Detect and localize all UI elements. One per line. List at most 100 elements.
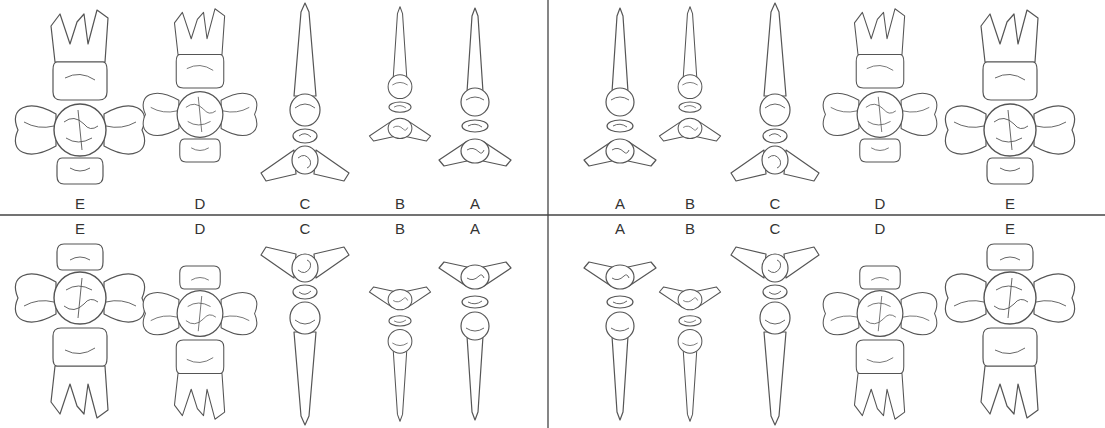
tooth-detail	[198, 97, 202, 132]
tooth-outline	[984, 272, 1036, 324]
tooth-outline	[57, 244, 103, 270]
tooth-letter: E	[75, 196, 85, 212]
tooth-detail	[903, 316, 929, 321]
tooth-outline	[987, 244, 1033, 270]
divider-line	[0, 214, 1105, 215]
tooth-detail	[954, 122, 984, 127]
tooth-outline	[54, 272, 106, 324]
tooth-drawing	[823, 9, 937, 162]
tooth-outline	[860, 139, 900, 162]
tooth-detail	[78, 278, 82, 318]
tooth-detail	[187, 358, 213, 363]
tooth-outline	[314, 247, 349, 278]
tooth-outline	[823, 293, 859, 335]
tooth-letter: E	[75, 221, 85, 237]
tooth-outline	[762, 254, 788, 282]
tooth-detail	[866, 104, 896, 113]
tooth-detail	[612, 275, 629, 280]
tooth-outline	[461, 312, 489, 340]
tooth-outline	[607, 120, 633, 132]
tooth-detail	[867, 358, 893, 363]
tooth-detail	[298, 155, 311, 168]
tooth-outline	[606, 265, 634, 289]
tooth-detail	[996, 286, 1022, 290]
tooth-letter: C	[300, 221, 311, 237]
tooth-outline	[54, 104, 106, 156]
tooth-detail	[295, 320, 315, 324]
tooth-outline	[762, 146, 788, 174]
tooth-detail	[1000, 168, 1020, 171]
tooth-drawing	[731, 247, 819, 425]
tooth-outline	[461, 88, 489, 116]
tooth-detail	[66, 138, 92, 142]
tooth-outline	[389, 102, 411, 112]
tooth-detail	[1036, 122, 1066, 127]
tooth-detail	[198, 296, 202, 331]
tooth-detail	[70, 168, 90, 171]
tooth-detail	[1008, 278, 1012, 318]
tooth-outline	[293, 285, 317, 299]
tooth-outline	[683, 7, 697, 78]
tooth-outline	[461, 139, 489, 163]
tooth-drawing	[584, 8, 656, 166]
tooth-outline	[1034, 106, 1075, 154]
tooth-letter: E	[1005, 196, 1015, 212]
tooth-outline	[261, 247, 296, 278]
tooth-outline	[15, 106, 56, 154]
tooth-outline	[293, 129, 317, 143]
tooth-outline	[176, 55, 224, 88]
tooth-detail	[468, 301, 482, 304]
tooth-detail	[768, 260, 781, 273]
tooth-outline	[763, 129, 787, 143]
tooth-drawing	[584, 262, 656, 420]
tooth-outline	[901, 293, 937, 335]
tooth-outline	[174, 373, 224, 419]
tooth-detail	[223, 316, 249, 321]
tooth-drawing	[945, 244, 1074, 418]
tooth-letter: B	[395, 196, 405, 212]
divider-line	[547, 0, 548, 428]
tooth-letter: B	[395, 221, 405, 237]
tooth-outline	[678, 118, 702, 138]
tooth-detail	[954, 301, 984, 306]
tooth-detail	[996, 138, 1022, 142]
tooth-detail	[299, 134, 311, 137]
tooth-detail	[187, 66, 213, 71]
tooth-detail	[684, 320, 696, 322]
tooth-detail	[878, 97, 882, 132]
tooth-outline	[612, 336, 628, 420]
tooth-outline	[606, 312, 634, 340]
tooth-detail	[393, 126, 407, 130]
tooth-detail	[64, 118, 98, 128]
tooth-outline	[290, 94, 320, 126]
tooth-outline	[945, 106, 986, 154]
tooth-outline	[143, 293, 179, 335]
tooth-outline	[388, 118, 412, 138]
tooth-outline	[678, 289, 702, 309]
tooth-detail	[151, 316, 177, 321]
tooth-letter: C	[770, 221, 781, 237]
tooth-outline	[683, 350, 697, 421]
tooth-outline	[467, 8, 483, 92]
tooth-outline	[612, 8, 628, 92]
tooth-detail	[611, 97, 629, 100]
tooth-outline	[606, 88, 634, 116]
tooth-letter: A	[470, 221, 480, 237]
tooth-detail	[994, 299, 1028, 309]
tooth-letter: E	[1005, 221, 1015, 237]
tooth-outline	[763, 285, 787, 299]
tooth-detail	[611, 328, 629, 331]
tooth-outline	[51, 10, 108, 62]
tooth-detail	[769, 134, 781, 137]
tooth-drawing	[369, 287, 430, 421]
tooth-detail	[878, 296, 882, 331]
tooth-outline	[760, 94, 790, 126]
tooth-detail	[765, 104, 785, 108]
tooth-outline	[104, 274, 145, 322]
tooth-detail	[106, 122, 136, 127]
tooth-outline	[461, 265, 489, 289]
tooth-outline	[856, 55, 904, 88]
tooth-detail	[868, 303, 891, 307]
tooth-detail	[188, 121, 211, 125]
tooth-detail	[765, 320, 785, 324]
